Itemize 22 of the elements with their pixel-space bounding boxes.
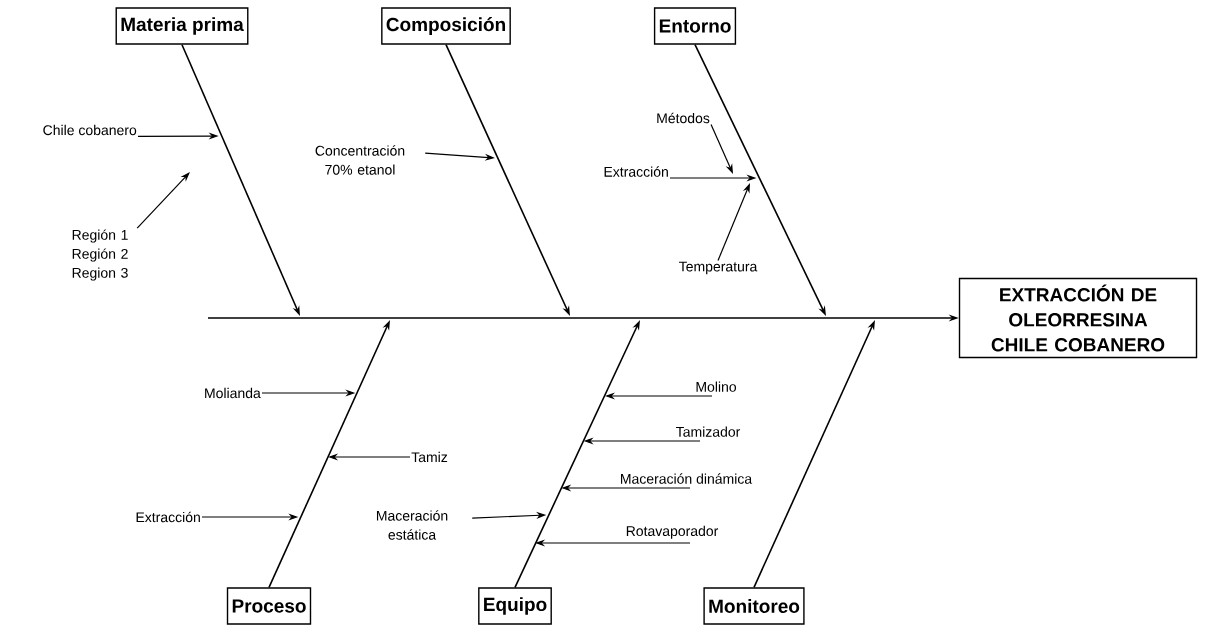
category-box: Entorno (653, 7, 737, 45)
category-box: Equipo (478, 587, 552, 625)
cause-label: Molianda (205, 387, 261, 399)
cause-label: Extracción (136, 511, 200, 523)
cause-label: Tamizador (676, 426, 741, 437)
cause-label: Concentración 70% etanol (315, 145, 405, 175)
cause-label: Tamiz (411, 451, 448, 463)
arrow (136, 172, 190, 229)
cause-label: Maceración estática (376, 510, 448, 540)
cause-label: Extracción (604, 166, 668, 177)
cause-label: Maceración dinámica (621, 473, 753, 484)
cause-label: Molino (696, 381, 737, 392)
cause-label: Rotavaporador (626, 525, 719, 539)
category-box: Composición (381, 7, 511, 45)
cause-label: Chile cobanero (43, 124, 137, 136)
category-box: Monitoreo (703, 587, 805, 625)
cause-label: Región 1 Región 2 Region 3 (72, 229, 128, 281)
category-box: Proceso (226, 587, 312, 625)
cause-label: Métodos (657, 112, 710, 124)
effect-box: EXTRACCIÓN DE OLEORRESINA CHILE COBANERO (958, 277, 1198, 359)
cause-label: Temperatura (679, 261, 758, 275)
category-box: Materia prima (115, 7, 249, 45)
